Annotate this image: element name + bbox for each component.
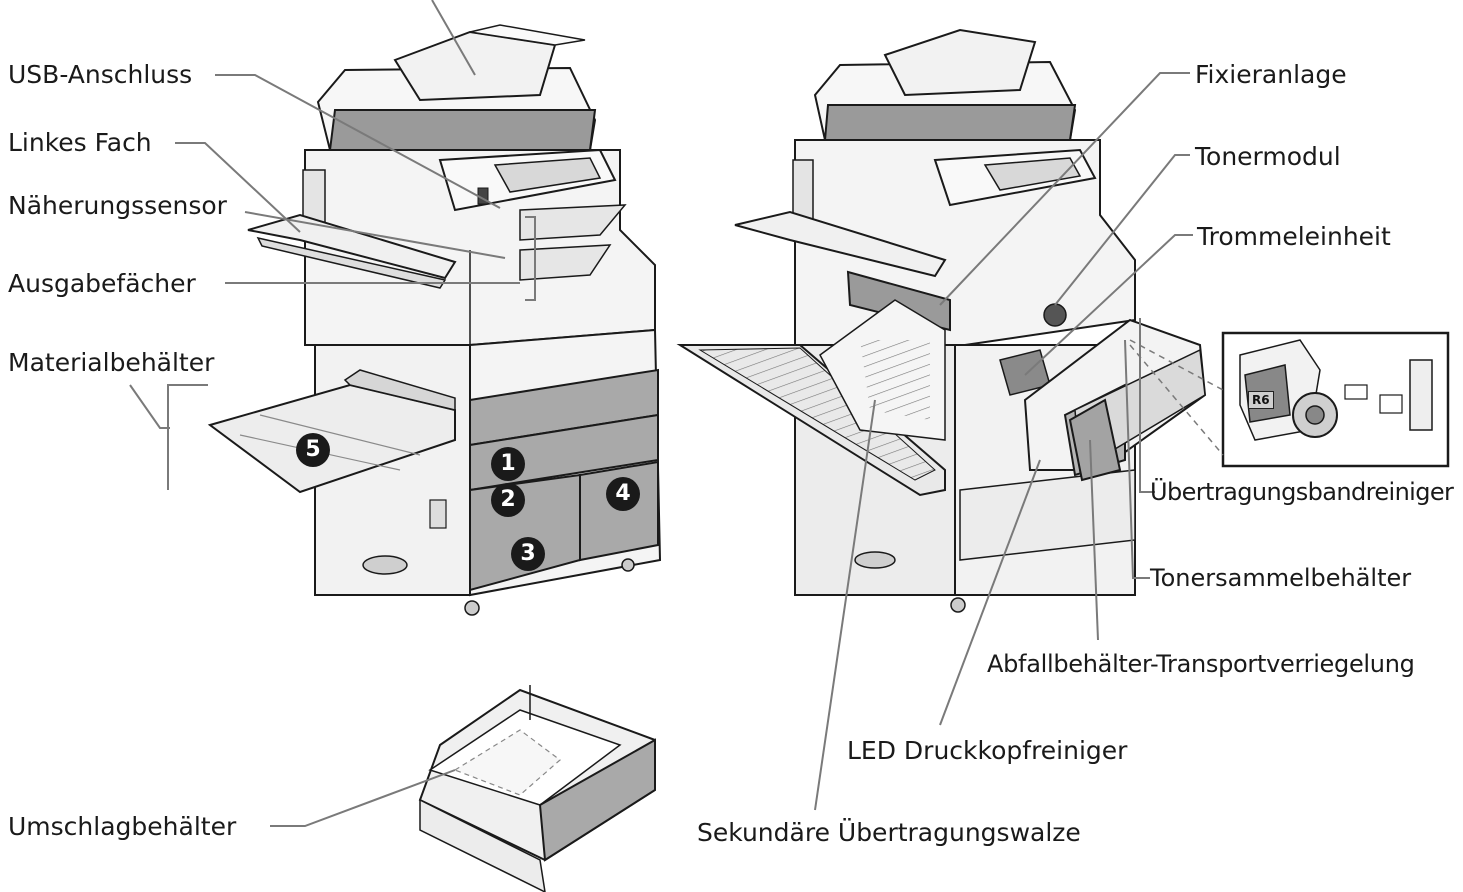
leader-transfer-roll xyxy=(814,399,876,811)
label-usb-port: USB-Anschluss xyxy=(8,60,193,89)
label-proximity-sensor: Näherungssensor xyxy=(8,191,227,220)
label-led-printhead-cleaner: LED Druckkopfreiniger xyxy=(847,736,1128,765)
leader-top xyxy=(431,0,476,76)
leader-transport-lock xyxy=(1089,439,1099,641)
toner-cartridge xyxy=(1043,303,1067,327)
label-left-tray: Linkes Fach xyxy=(8,128,152,157)
label-waste-container-transport-lock: Abfallbehälter-Transportverriegelung xyxy=(987,650,1415,678)
open-left-tray xyxy=(734,210,947,278)
leader-belt-cleaner xyxy=(1139,318,1155,493)
leader-waste-container xyxy=(1124,339,1150,579)
printer-front-view xyxy=(207,24,662,616)
bypass-tray xyxy=(207,369,456,494)
label-transfer-belt-cleaner: Übertragungsbandreiniger xyxy=(1150,478,1454,506)
leader-led-cleaner xyxy=(939,459,1041,726)
inset-callout-lines xyxy=(1129,339,1224,456)
leader-envelope xyxy=(270,769,456,827)
tray-number-4: 4 xyxy=(606,477,640,511)
label-material-tray: Materialbehälter xyxy=(8,348,215,377)
leader-left-tray xyxy=(175,142,301,233)
waste-toner-box xyxy=(1068,398,1122,482)
tray-number-1: 1 xyxy=(491,447,525,481)
inset-part-code: R6 xyxy=(1248,391,1274,409)
open-side-door xyxy=(676,299,946,497)
output-tray-area xyxy=(519,204,627,281)
label-fuser: Fixieranlage xyxy=(1195,60,1347,89)
envelope-tray xyxy=(418,685,656,892)
label-drum-unit: Trommeleinheit xyxy=(1197,222,1391,251)
leader-usb xyxy=(215,74,501,209)
tray-number-2: 2 xyxy=(491,483,525,517)
open-printer-feeder xyxy=(813,28,1077,141)
label-toner-module: Tonermodul xyxy=(1195,142,1341,171)
control-panel xyxy=(438,148,617,212)
leader-material xyxy=(129,384,170,429)
label-second-bias-transfer-roll: Sekundäre Übertragungswalze xyxy=(697,818,1081,847)
leader-fuser xyxy=(939,72,1190,306)
leader-toner xyxy=(1054,154,1190,306)
bracket-material xyxy=(167,384,208,490)
printer-open-view xyxy=(676,28,1207,613)
label-envelope-tray: Umschlagbehälter xyxy=(8,812,237,841)
leader-drum xyxy=(1024,234,1193,376)
leader-lines xyxy=(129,0,1193,827)
label-output-trays: Ausgabefächer xyxy=(8,269,196,298)
leader-proximity xyxy=(244,211,506,259)
tray-number-3: 3 xyxy=(511,537,545,571)
bracket-output xyxy=(525,216,536,301)
tray-number-5: 5 xyxy=(296,433,330,467)
fuser-unit xyxy=(846,270,951,332)
label-waste-toner-container: Tonersammelbehälter xyxy=(1150,564,1412,592)
document-feeder xyxy=(316,24,597,151)
